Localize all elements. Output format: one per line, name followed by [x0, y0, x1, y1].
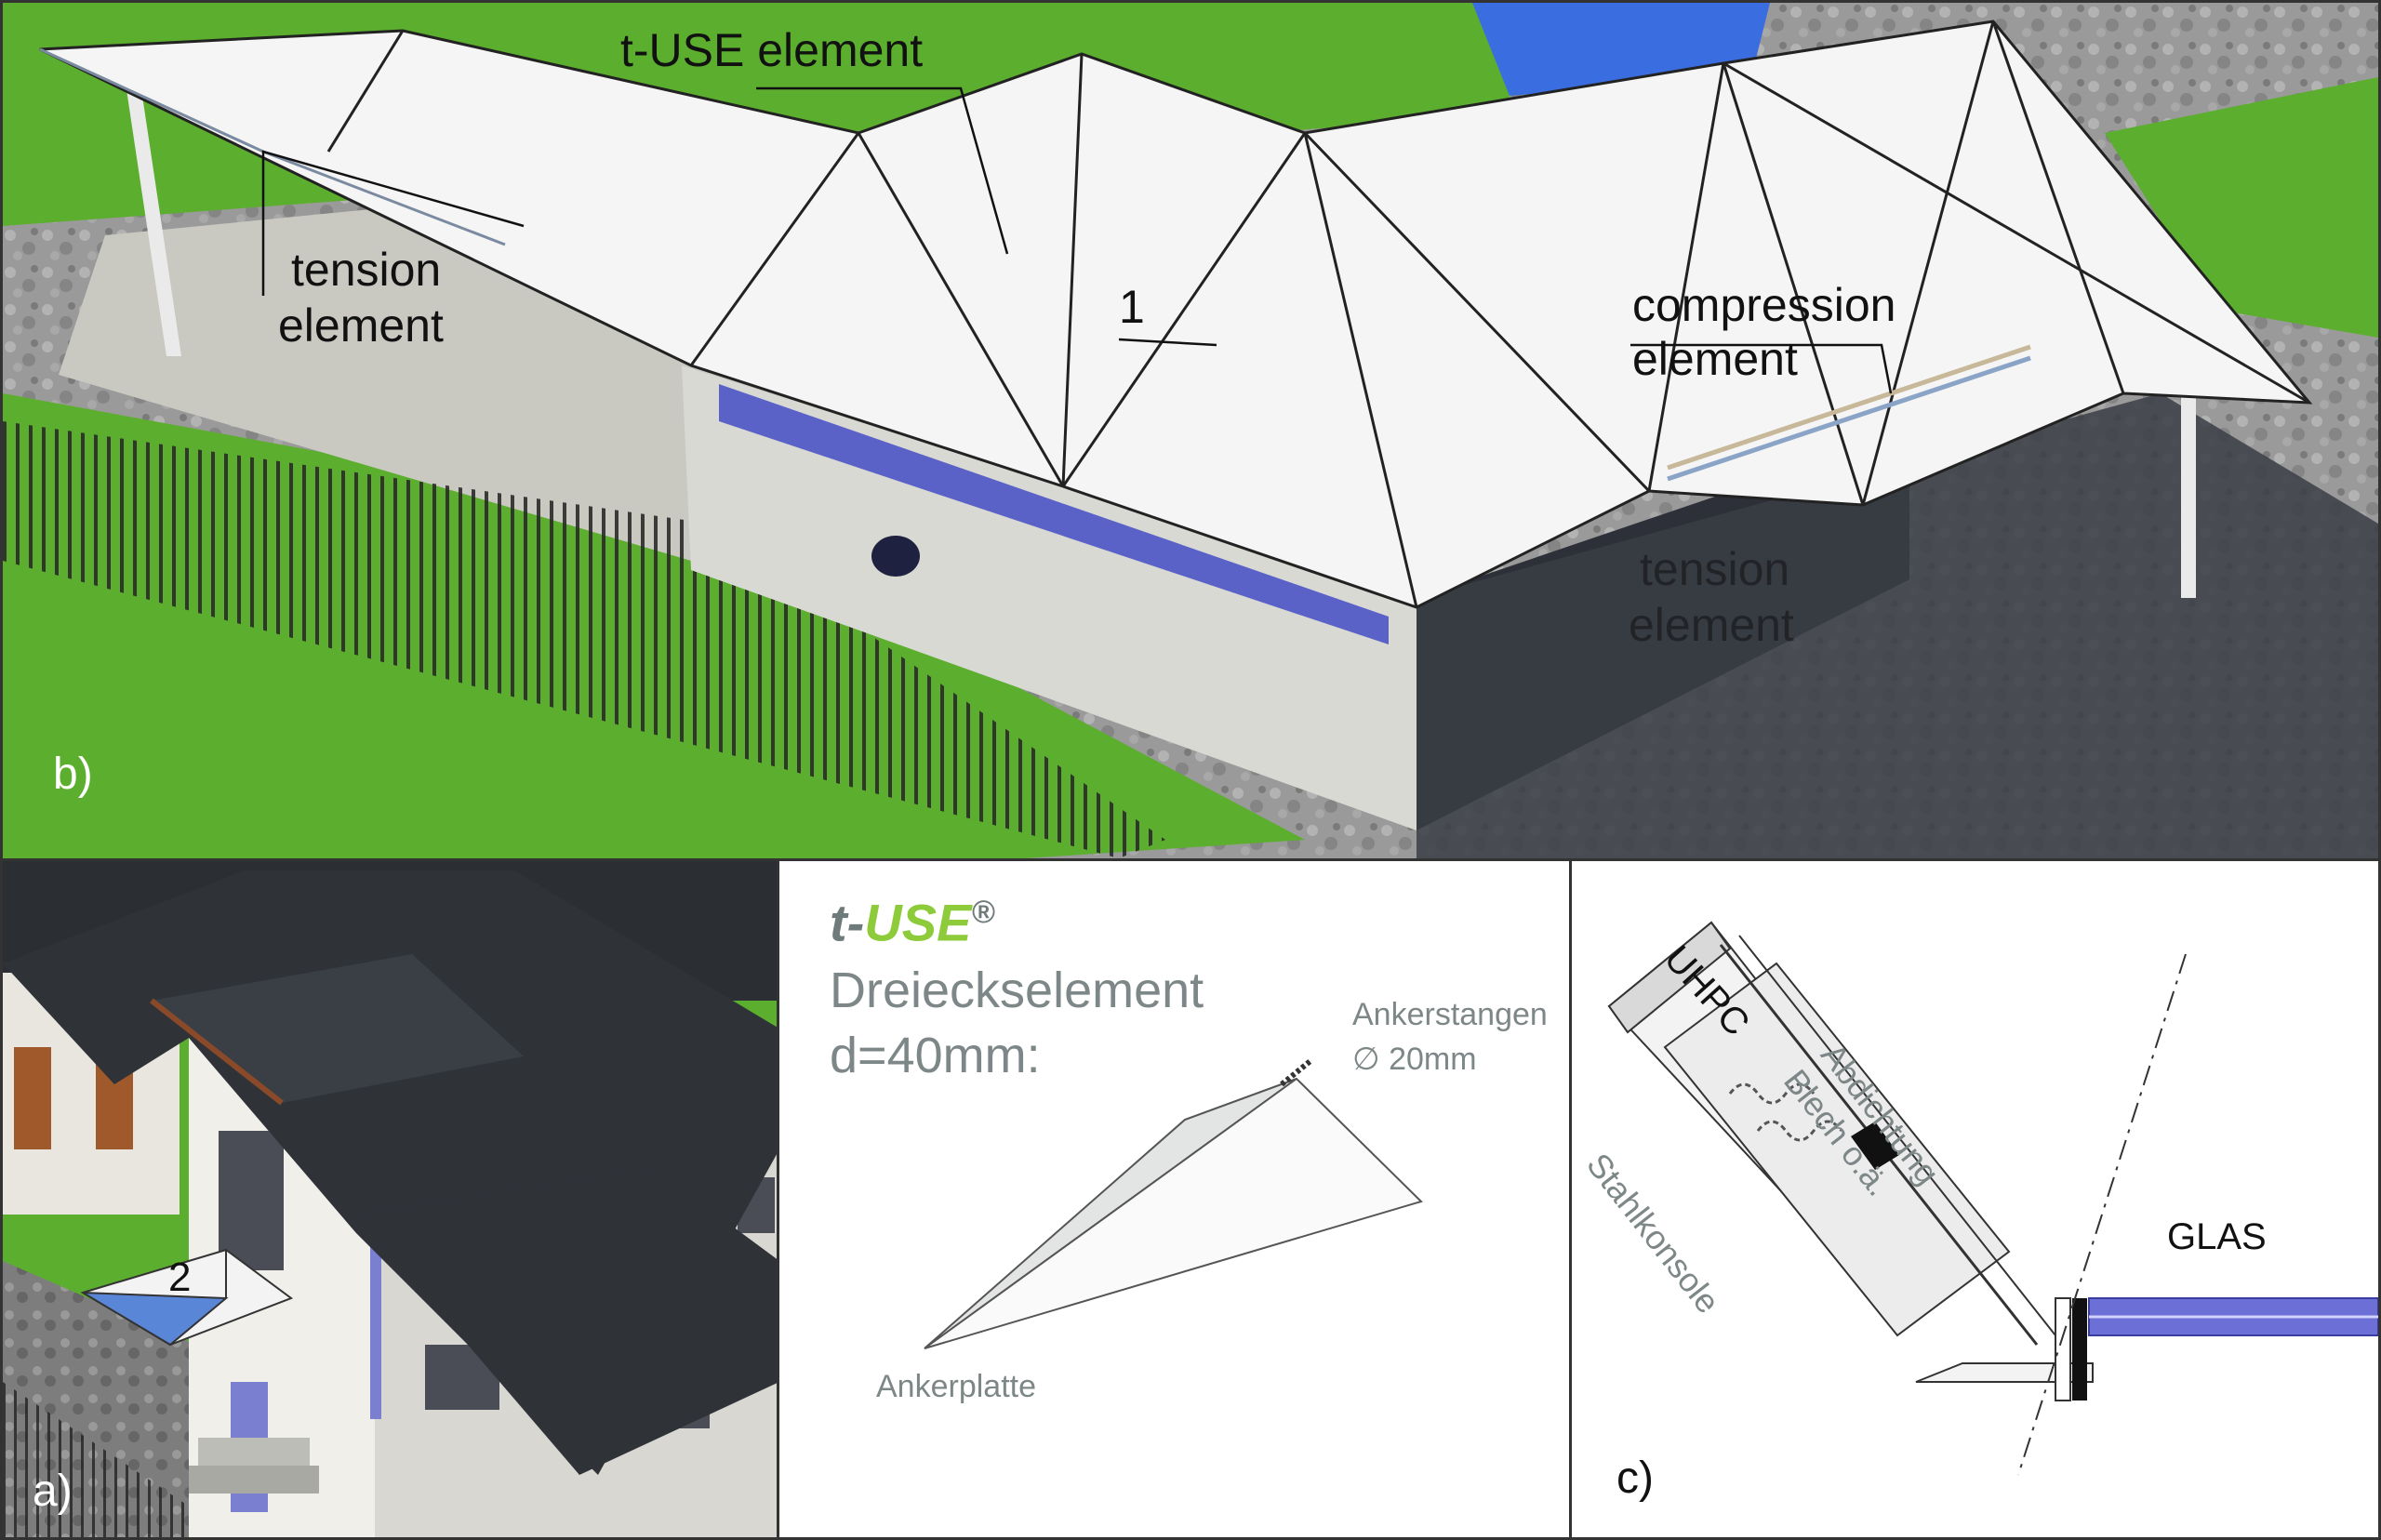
panel-letter-b: b)	[53, 750, 93, 799]
glass-label: GLAS	[2167, 1216, 2267, 1257]
label-compression-element-1: compression	[1632, 279, 1896, 331]
panel-a-rendering: 2 a)	[0, 861, 779, 1540]
panel-a-illustration	[3, 861, 777, 1537]
panel-b-rendering: t-USE element tension element 1 compress…	[0, 0, 2381, 861]
tuse-brand-logo: t-USE®	[830, 896, 995, 949]
tuse-brand-t: t-	[830, 893, 865, 952]
triangle-element-thickness: d=40mm:	[830, 1028, 1041, 1083]
label-number-2: 2	[168, 1255, 192, 1300]
label-tension-element-right-2: element	[1629, 599, 1794, 651]
label-compression-element-2: element	[1632, 333, 1798, 385]
triangle-element-title: Dreieckselement	[830, 962, 1204, 1018]
panel-letter-c: c)	[1616, 1454, 1654, 1503]
panel-tuse-triangle-element: t-USE® Dreieckselement d=40mm: Ankerstan…	[779, 861, 1572, 1540]
anker-rods-label: Ankerstangen	[1352, 997, 1548, 1032]
label-tension-element-2: element	[278, 299, 444, 352]
panel-c-detail-section: UHPC Abdichtung Blech o.ä. Stahlkonsole …	[1572, 861, 2381, 1540]
anker-rods-diameter: ∅ 20mm	[1352, 1042, 1477, 1077]
tuse-brand-registered: ®	[971, 895, 995, 930]
panel-b-illustration	[3, 3, 2378, 858]
connection-detail-drawing	[1607, 921, 2378, 1476]
panel-letter-a: a)	[33, 1467, 73, 1516]
triangle-element-drawing	[924, 1057, 1423, 1349]
anchor-plate-label: Ankerplatte	[876, 1369, 1036, 1404]
label-number-1: 1	[1119, 281, 1145, 333]
label-tuse-element: t-USE element	[620, 24, 924, 76]
label-tension-element-right-1: tension	[1640, 543, 1790, 595]
label-tension-element-1: tension	[291, 244, 442, 296]
tuse-brand-use: USE	[864, 893, 972, 952]
